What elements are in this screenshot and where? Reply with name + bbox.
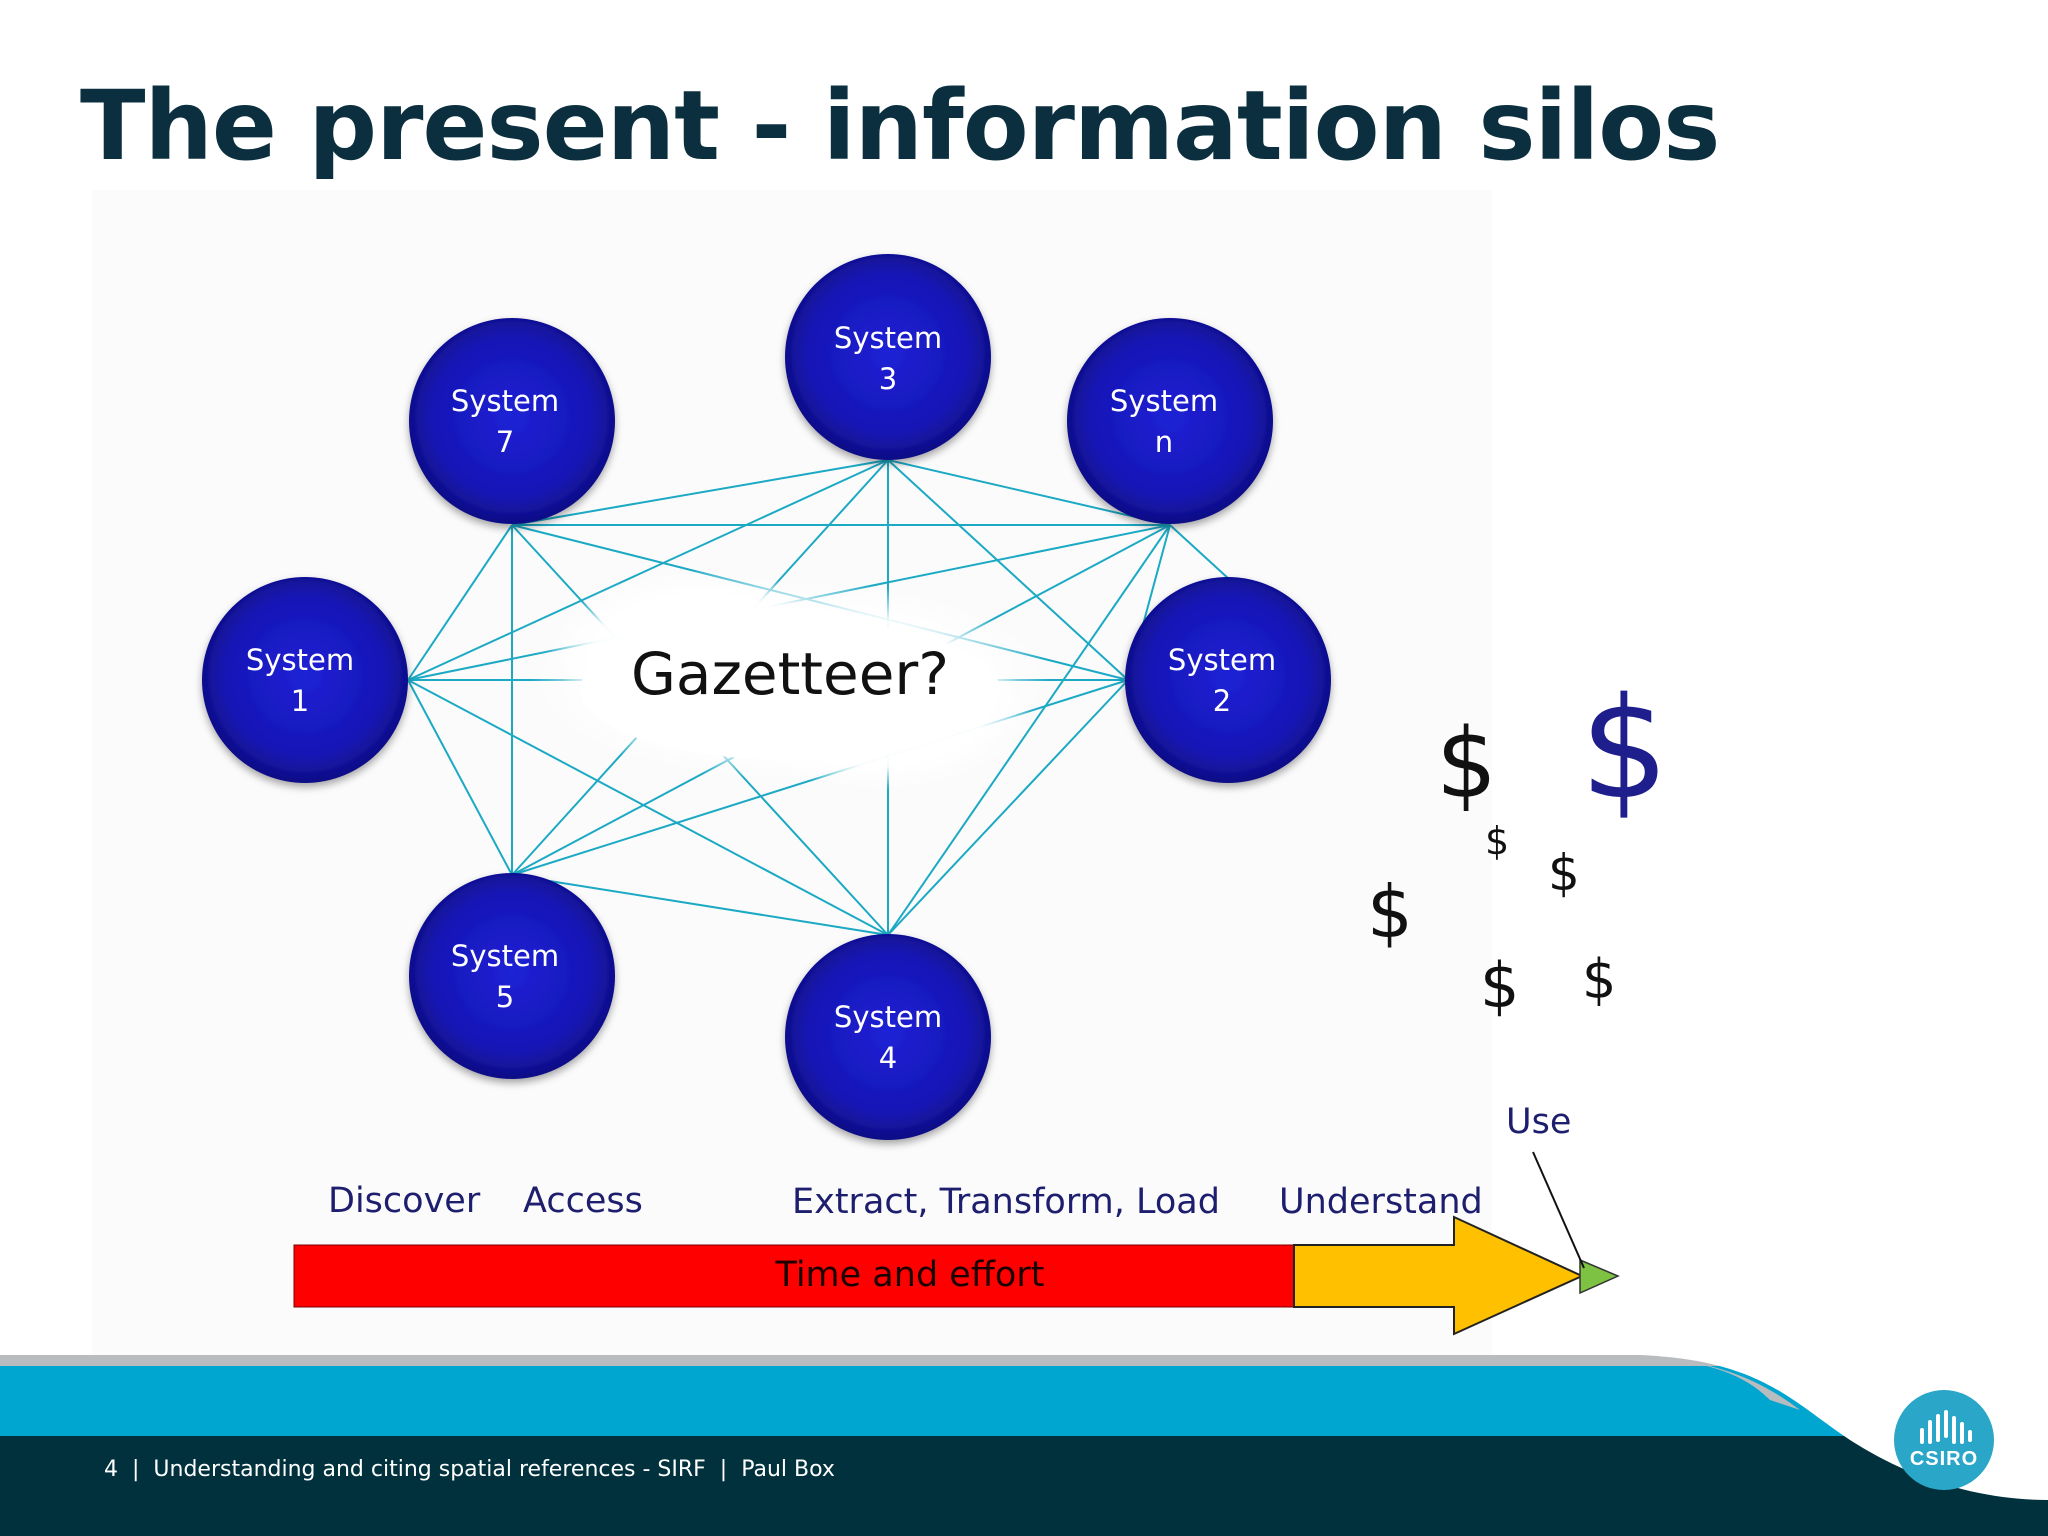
footer-separator: | <box>719 1457 728 1482</box>
stage-understand: Understand <box>1279 1182 1483 1222</box>
bar-amber-arrow <box>1293 1215 1585 1336</box>
footer-band <box>0 1355 2048 1536</box>
system-node-1 <box>202 577 408 783</box>
bar-red-segment <box>293 1244 1295 1308</box>
link <box>511 459 889 526</box>
link <box>511 874 889 936</box>
node-line: System <box>1109 384 1219 418</box>
node-line: 1 <box>290 684 310 718</box>
dollar-sign: $ <box>1582 948 1617 1011</box>
slide-title: The present - information silos <box>80 70 1720 182</box>
stage-use: Use <box>1506 1102 1572 1142</box>
node-line: 7 <box>495 425 515 459</box>
presentation-title: Understanding and citing spatial referen… <box>153 1457 706 1482</box>
system-label-4: System 4 <box>798 997 978 1079</box>
system-nodes <box>202 254 1331 1140</box>
link <box>407 459 889 681</box>
link <box>407 524 513 681</box>
stage-discover: Discover <box>328 1181 481 1221</box>
logo-waveform-icon <box>1920 1410 1972 1444</box>
system-node-3 <box>785 254 991 460</box>
footer-separator: | <box>132 1457 140 1482</box>
node-line: System <box>833 1000 943 1034</box>
link <box>1169 524 1231 581</box>
node-line: System <box>833 321 943 355</box>
dollar-sign: $ <box>1480 949 1520 1022</box>
system-label-1: System 1 <box>210 640 390 722</box>
system-label-n: System n <box>1074 381 1254 463</box>
process-bar <box>293 1151 1620 1336</box>
center-cloud <box>530 570 1050 790</box>
dollar-sign: $ <box>1436 708 1498 820</box>
node-line: 4 <box>878 1041 898 1075</box>
node-line: 3 <box>878 362 898 396</box>
stage-access: Access <box>523 1181 643 1221</box>
system-node-4 <box>785 934 991 1140</box>
system-label-2: System 2 <box>1132 640 1312 722</box>
page-number: 4 <box>104 1457 118 1482</box>
system-node-5 <box>409 873 615 1079</box>
link <box>407 679 513 876</box>
dollar-sign: $ <box>1485 819 1510 863</box>
node-line: n <box>1154 425 1174 459</box>
use-pointer-line <box>1532 1151 1585 1269</box>
link <box>407 679 889 936</box>
author-name: Paul Box <box>741 1457 835 1482</box>
system-node-n <box>1067 318 1273 524</box>
dollar-sign-large: $ <box>1580 668 1670 831</box>
logo-text: CSIRO <box>1909 1448 1979 1470</box>
node-line: System <box>450 939 560 973</box>
stage-etl: Extract, Transform, Load <box>792 1182 1220 1222</box>
node-line: System <box>450 384 560 418</box>
system-label-5: System 5 <box>415 936 595 1018</box>
node-line: 2 <box>1212 684 1232 718</box>
node-line: System <box>1167 643 1277 677</box>
bar-green-tip <box>1579 1258 1620 1295</box>
link <box>887 679 1129 936</box>
csiro-logo: CSIRO <box>1894 1390 1994 1490</box>
system-label-3: System 3 <box>798 318 978 400</box>
gazetteer-label: Gazetteer? <box>630 640 950 708</box>
system-node-2 <box>1125 577 1331 783</box>
dollar-sign: $ <box>1367 870 1413 954</box>
link <box>887 524 1171 936</box>
time-effort-label: Time and effort <box>775 1255 1045 1295</box>
link <box>887 459 1171 526</box>
dollar-sign: $ <box>1548 844 1580 902</box>
node-line: 5 <box>495 980 515 1014</box>
node-line: System <box>245 643 355 677</box>
system-node-7 <box>409 318 615 524</box>
system-label-7: System 7 <box>415 381 595 463</box>
footer: 4 | Understanding and citing spatial ref… <box>104 1457 835 1482</box>
